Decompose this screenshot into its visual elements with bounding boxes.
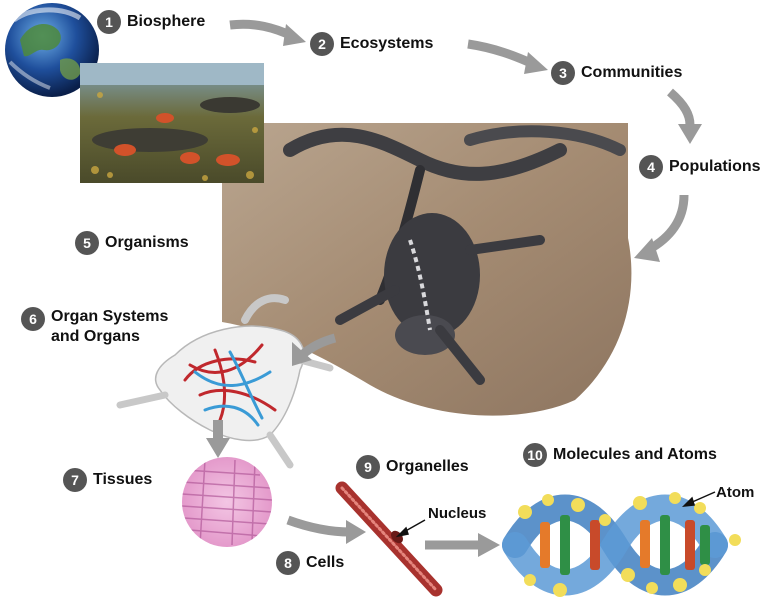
level-6-name-line1: Organ Systems: [51, 307, 168, 327]
level-4-badge: 4: [639, 155, 663, 179]
nucleus-leader-arrowhead: [398, 528, 408, 536]
level-2-label: 2 Ecosystems: [310, 32, 433, 56]
level-9-badge: 9: [356, 455, 380, 479]
level-10-label: 10 Molecules and Atoms: [523, 443, 717, 467]
level-4-label: 4 Populations: [639, 155, 761, 179]
level-2-badge: 2: [310, 32, 334, 56]
muscle-cell-drawing: [342, 488, 436, 590]
arrow-tissues-to-cells: [288, 520, 366, 544]
level-8-label: 8 Cells: [276, 551, 344, 575]
level-5-label: 5 Organisms: [75, 231, 189, 255]
arrow-communities-to-populations: [670, 92, 702, 144]
level-3-label: 3 Communities: [551, 61, 682, 85]
level-7-badge: 7: [63, 468, 87, 492]
level-1-name: Biosphere: [127, 13, 205, 31]
ecosystem-photo: [80, 63, 264, 183]
level-3-badge: 3: [551, 61, 575, 85]
level-1-label: 1 Biosphere: [97, 10, 205, 34]
level-8-badge: 8: [276, 551, 300, 575]
level-6-label: 6 Organ Systems and Organs: [21, 307, 168, 347]
arrow-cells-to-molecules: [425, 533, 500, 557]
atom-callout: Atom: [716, 484, 754, 501]
tissue-micrograph: [182, 457, 272, 547]
arrow-populations-to-organisms: [634, 195, 684, 262]
level-1-badge: 1: [97, 10, 121, 34]
level-5-name: Organisms: [105, 234, 189, 252]
nucleus-callout: Nucleus: [428, 505, 486, 522]
level-4-name: Populations: [669, 158, 761, 176]
level-3-name: Communities: [581, 64, 682, 82]
level-5-badge: 5: [75, 231, 99, 255]
level-9-label: 9 Organelles: [356, 455, 469, 479]
atom-leader-line: [690, 492, 715, 503]
level-2-name: Ecosystems: [340, 35, 433, 53]
arrow-biosphere-to-ecosystems: [230, 24, 306, 46]
level-7-label: 7 Tissues: [63, 468, 152, 492]
level-10-badge: 10: [523, 443, 547, 467]
level-8-name: Cells: [306, 554, 344, 572]
level-10-name: Molecules and Atoms: [553, 446, 717, 464]
level-9-name: Organelles: [386, 458, 469, 476]
level-7-name: Tissues: [93, 471, 152, 489]
level-6-badge: 6: [21, 307, 45, 331]
dna-molecule-drawing: [515, 492, 741, 597]
level-6-name-line2: and Organs: [51, 327, 168, 347]
arrow-ecosystems-to-communities: [468, 44, 548, 74]
